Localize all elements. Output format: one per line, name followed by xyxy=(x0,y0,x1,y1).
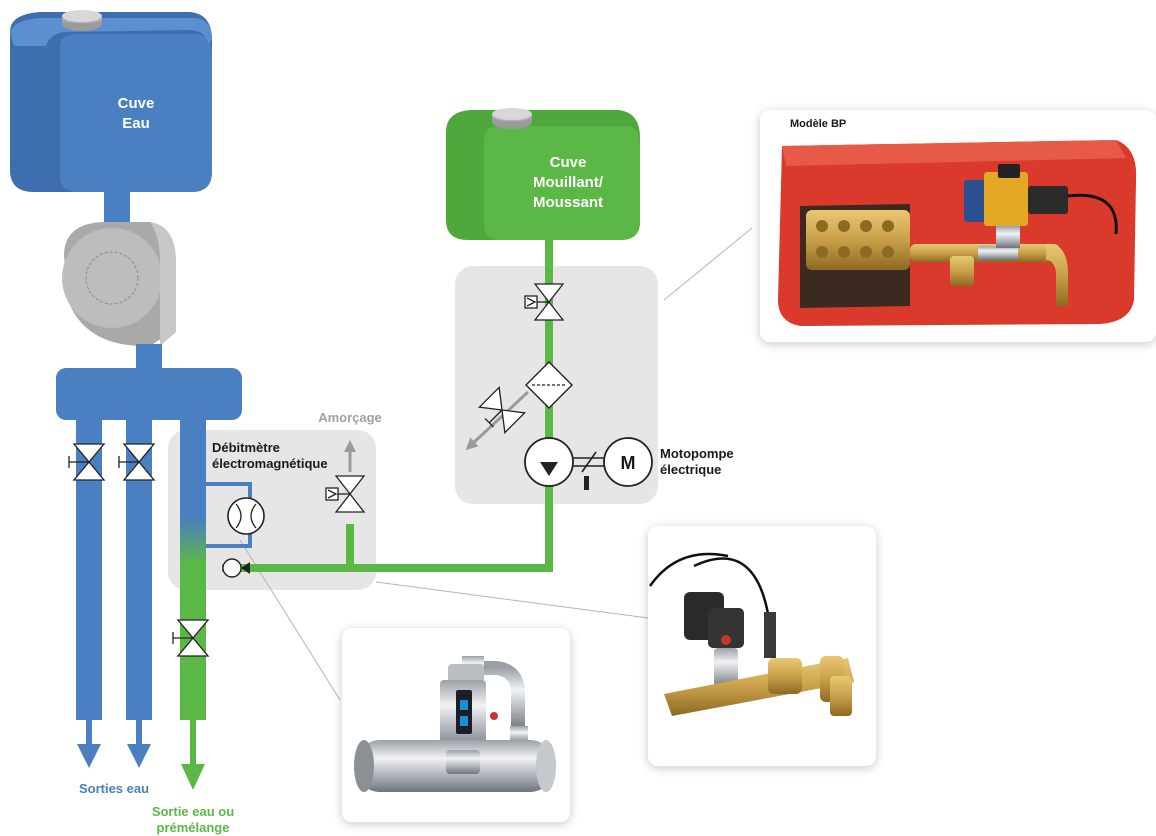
photo-card-valve-assembly xyxy=(648,526,876,766)
pump-coupling xyxy=(581,451,597,473)
flowmeter-label-1: Débitmètre xyxy=(212,440,280,455)
manual-valve-icon xyxy=(477,385,527,435)
valve-assembly-photo xyxy=(648,552,854,716)
manual-valve-icon xyxy=(118,443,156,481)
bp-model-photo xyxy=(778,140,1137,326)
drain-line xyxy=(465,390,530,451)
outlet-arrow-1 xyxy=(77,720,101,768)
photo-card-bp-model: Modèle BP xyxy=(760,110,1156,342)
motor-icon xyxy=(603,437,653,487)
foam-tank-label-1: Cuve xyxy=(550,154,587,171)
outlet-arrow-2 xyxy=(127,720,151,768)
flowmeter-panel xyxy=(168,430,376,590)
mix-outlet-label-1: Sortie eau ou xyxy=(152,804,234,819)
photo-card-flowmeter xyxy=(342,628,570,822)
foam-tank-label-2: Mouillant/ xyxy=(533,174,604,191)
mix-pipe-gradient xyxy=(180,518,206,564)
brass-pump-block xyxy=(806,210,910,270)
water-outlets-label: Sorties eau xyxy=(79,781,149,796)
foam-pipe-horizontal xyxy=(222,564,553,572)
centrifugal-pump xyxy=(62,222,176,346)
bp-model-title: Modèle BP xyxy=(790,118,847,130)
leader-line-bp xyxy=(663,227,753,301)
solenoid-valve-icon xyxy=(325,475,366,513)
pump-coupling-mark xyxy=(584,476,589,490)
mix-outlet-label-2: prémélange xyxy=(157,820,230,835)
pump-icon xyxy=(524,437,574,487)
flowmeter-label-2: électromagnétique xyxy=(212,456,328,471)
manual-valve-icon xyxy=(68,443,106,481)
motopump-label-2: électrique xyxy=(660,462,721,477)
outlet-arrow-3 xyxy=(181,720,205,790)
priming-label: Amorçage xyxy=(318,410,382,425)
strainer-icon xyxy=(525,361,573,409)
manual-valve-icon xyxy=(172,619,210,657)
water-manifold xyxy=(56,368,242,420)
check-valve-icon xyxy=(222,558,250,578)
flowmeter-icon xyxy=(227,497,265,535)
water-pipe-mid xyxy=(136,344,162,370)
flowmeter-photo xyxy=(354,656,556,792)
motor-symbol: M xyxy=(621,453,636,473)
motopump-label-1: Motopompe xyxy=(660,446,734,461)
mix-pipe-blue xyxy=(180,418,206,518)
water-tank-label-1: Cuve xyxy=(118,95,155,112)
solenoid-valve-icon xyxy=(524,283,565,321)
water-tank xyxy=(10,10,212,192)
foam-tank xyxy=(446,108,640,240)
leader-line-valve xyxy=(375,581,649,619)
priming-pipe xyxy=(346,524,354,568)
water-tank-label-2: Eau xyxy=(122,115,150,132)
foam-tank-label-3: Moussant xyxy=(533,194,603,211)
